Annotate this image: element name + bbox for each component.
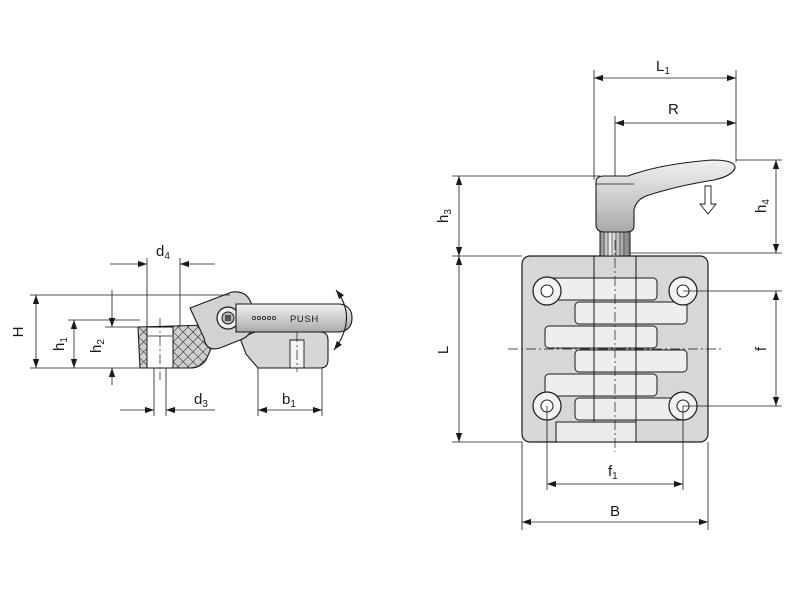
lever-dots: [251, 315, 276, 320]
rotation-arrow: [333, 289, 348, 351]
dim-f-label: f: [753, 346, 770, 351]
dim-B-label: B: [610, 503, 620, 520]
dim-H-label: H: [10, 327, 27, 338]
dim-h3-label: h3: [435, 209, 454, 223]
front-view: L1 R h3 h4 L f f1 B: [435, 58, 782, 530]
hinge-knuckle: [189, 291, 255, 350]
dim-f1-label: f1: [608, 463, 618, 482]
dim-h1-label: h1: [51, 337, 70, 351]
dim-L-label: L: [435, 346, 452, 354]
front-lever: [595, 159, 736, 257]
dim-L1-label: L1: [656, 58, 670, 77]
lever-push-label: PUSH: [290, 314, 319, 325]
dim-d3-label: d3: [194, 391, 208, 410]
dim-R-label: R: [668, 101, 679, 118]
side-view: PUSH H h1 h2 d4 d3: [10, 243, 353, 416]
dim-h4-label: h4: [753, 199, 772, 213]
dim-b1-label: b1: [282, 391, 296, 410]
right-hinge-leaf: [239, 331, 329, 372]
clamping-lever: PUSH: [235, 303, 353, 333]
hinge-knuckles: [544, 277, 688, 421]
dim-h2-label: h2: [88, 339, 107, 353]
dim-d4-label: d4: [156, 243, 170, 262]
